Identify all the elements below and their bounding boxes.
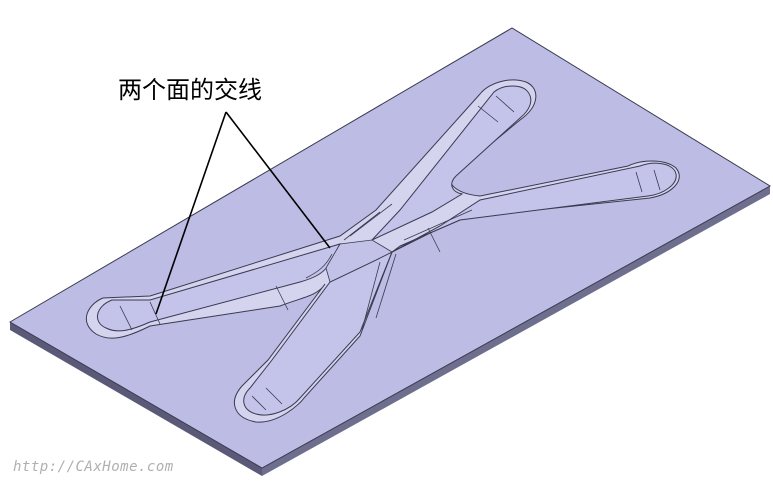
annotation-leaders <box>155 111 331 315</box>
pocket-edge-lines <box>119 95 661 411</box>
plate-side-face <box>10 322 262 476</box>
watermark-text: http://CAxHome.com <box>13 459 174 475</box>
leader-line-right <box>225 111 331 249</box>
annotation-label: 两个面的交线 <box>118 76 262 104</box>
plate-side-face-right <box>262 186 770 476</box>
pocket-arm-lower <box>243 250 393 416</box>
pocket-center-floor <box>325 239 393 283</box>
leader-line-left <box>155 111 227 315</box>
pocket-arm-upper <box>371 85 532 241</box>
